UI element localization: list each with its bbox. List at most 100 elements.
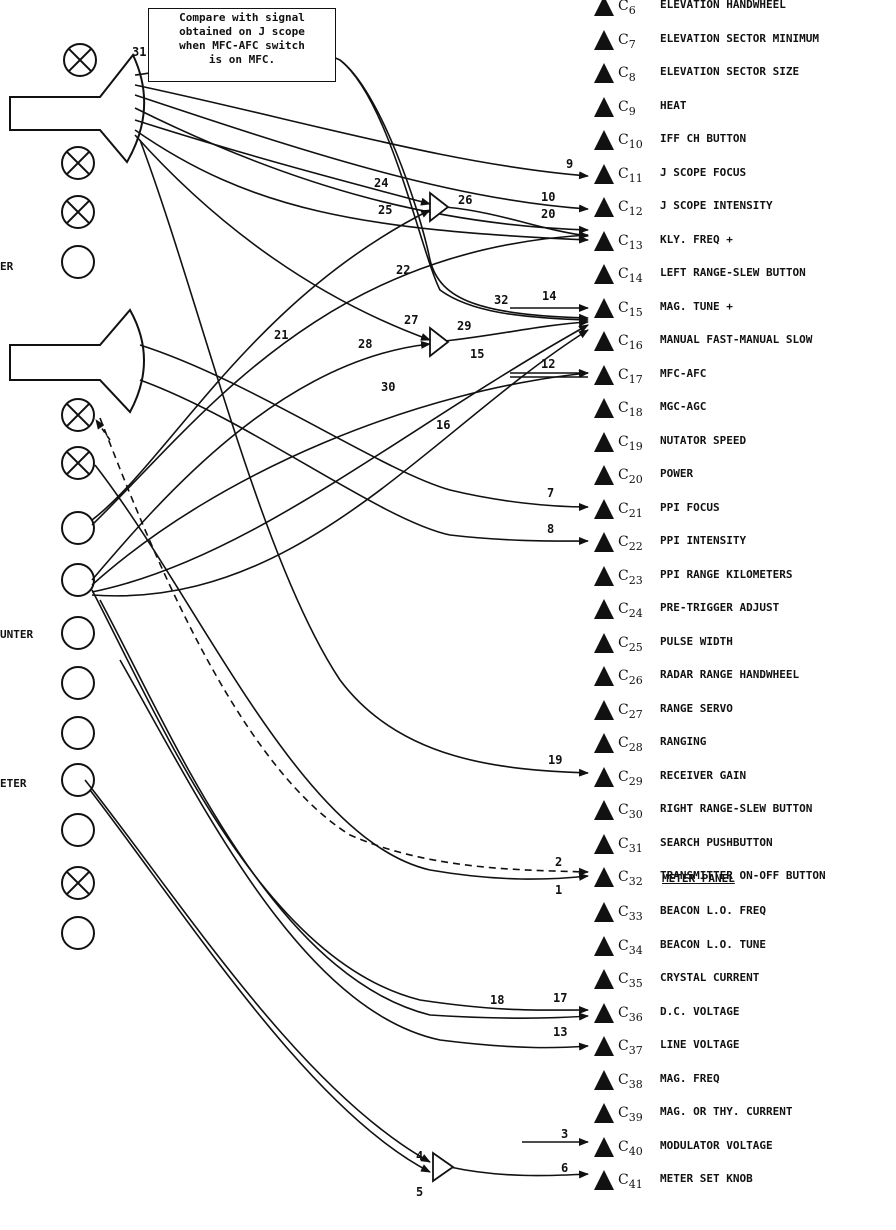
control-code: C17 [618,367,643,386]
control-triangle-icon [594,867,614,887]
link-number: 14 [542,289,556,303]
control-name: MGC-AGC [660,400,707,413]
control-triangle-icon [594,969,614,989]
control-code: C14 [618,266,643,285]
control-code-number: 22 [628,539,643,553]
control-name: MAG. OR THY. CURRENT [660,1105,793,1118]
wire-9 [134,84,589,180]
left-indicator-column [61,43,97,950]
control-code: C22 [618,534,643,553]
link-number: 4 [416,1149,423,1163]
wire-19 [139,139,589,777]
control-triangle-icon [594,699,614,720]
control-code-letter: C [618,266,629,282]
note-box: Compare with signal obtained on J scope … [148,8,336,82]
link-number: 16 [436,418,450,432]
control-code-letter: C [618,232,629,249]
control-code: C24 [618,601,643,620]
control-name: NUTATOR SPEED [660,433,747,447]
control-code-letter: C [618,701,629,718]
control-code: C28 [618,735,643,754]
link-number: 17 [553,991,567,1005]
link-number: 12 [541,357,555,371]
control-name: ELEVATION HANDWHEEL [660,0,786,11]
control-code-letter: C [618,904,629,920]
control-code: C7 [618,32,636,51]
control-name: J SCOPE FOCUS [660,165,747,179]
control-code-letter: C [618,132,629,148]
control-code-number: 18 [628,405,643,419]
wire-6 [449,1166,589,1179]
control-name: CRYSTAL CURRENT [660,971,760,984]
control-triangle-icon [594,833,614,854]
control-triangle-icon [594,498,614,519]
note-line: Compare with signal [179,11,305,24]
control-name: BEACON L.O. FREQ [660,904,766,917]
wire-7 [139,344,589,511]
control-name: TRANSMITTER ON-OFF BUTTON [660,869,826,882]
control-code-letter: C [618,634,629,651]
control-code-letter: C [618,802,629,818]
control-code-letter: C [618,165,629,182]
control-triangle-icon [594,666,614,686]
control-name: POWER [660,467,694,480]
control-name: PPI RANGE KILOMETERS [660,567,793,581]
control-triangle-icon [594,163,614,184]
control-triangle-icon [594,197,614,217]
control-code-number: 26 [628,673,643,687]
control-triangle-icon [594,599,614,619]
control-triangle-icon [594,902,614,922]
control-name: ELEVATION SECTOR MINIMUM [660,31,819,45]
control-code-letter: C [618,1071,629,1088]
control-knob-icon [61,563,95,597]
control-code-number: 12 [628,204,643,218]
control-code: C37 [618,1038,643,1057]
control-code-letter: C [618,971,629,987]
control-triangle-icon [594,431,614,452]
control-triangle-icon [594,766,614,787]
control-code-letter: C [618,400,629,416]
control-code: C16 [618,333,643,352]
control-triangle-icon [594,364,614,385]
link-number: 27 [404,313,418,327]
control-code-number: 19 [628,439,643,453]
control-code-number: 23 [628,573,643,587]
control-code-number: 15 [628,305,643,319]
control-name: RECEIVER GAIN [660,768,747,782]
wire-15 [91,324,589,593]
control-knob-icon [61,916,95,950]
control-code-number: 6 [628,3,636,17]
link-number: 5 [416,1185,423,1199]
control-knob-icon [61,616,95,650]
control-code-number: 32 [628,874,643,888]
left-label: ER [0,260,14,273]
control-triangle-icon [594,96,614,117]
control-code: C40 [618,1139,643,1158]
control-knob-icon [61,245,95,279]
control-triangle-icon [594,1002,614,1023]
control-triangle-icon [594,331,614,351]
control-code-letter: C [618,0,629,14]
wire-17 [91,589,589,1015]
link-number: 25 [378,203,392,217]
control-code: C18 [618,400,643,419]
control-code-letter: C [618,668,629,684]
control-code-number: 13 [628,238,643,252]
control-triangle-icon [594,0,614,16]
left-label: UNTER [0,628,34,641]
control-code: C31 [618,836,643,855]
indicator-lamp-icon [63,43,97,77]
control-triangle-icon [594,1170,614,1190]
control-code: C6 [618,0,636,17]
control-code-letter: C [618,768,629,785]
note-line: when MFC-AFC switch [179,39,305,52]
control-name: RANGING [660,735,707,748]
control-name: PPI FOCUS [660,500,720,514]
meter-panel-heading: METER PANEL [662,872,735,885]
link-number: 6 [561,1161,568,1175]
control-name: MAG. FREQ [660,1071,720,1085]
control-code-number: 35 [628,976,643,990]
link-number: 3 [561,1127,568,1141]
control-code-number: 25 [628,640,643,654]
control-code: C36 [618,1005,643,1024]
